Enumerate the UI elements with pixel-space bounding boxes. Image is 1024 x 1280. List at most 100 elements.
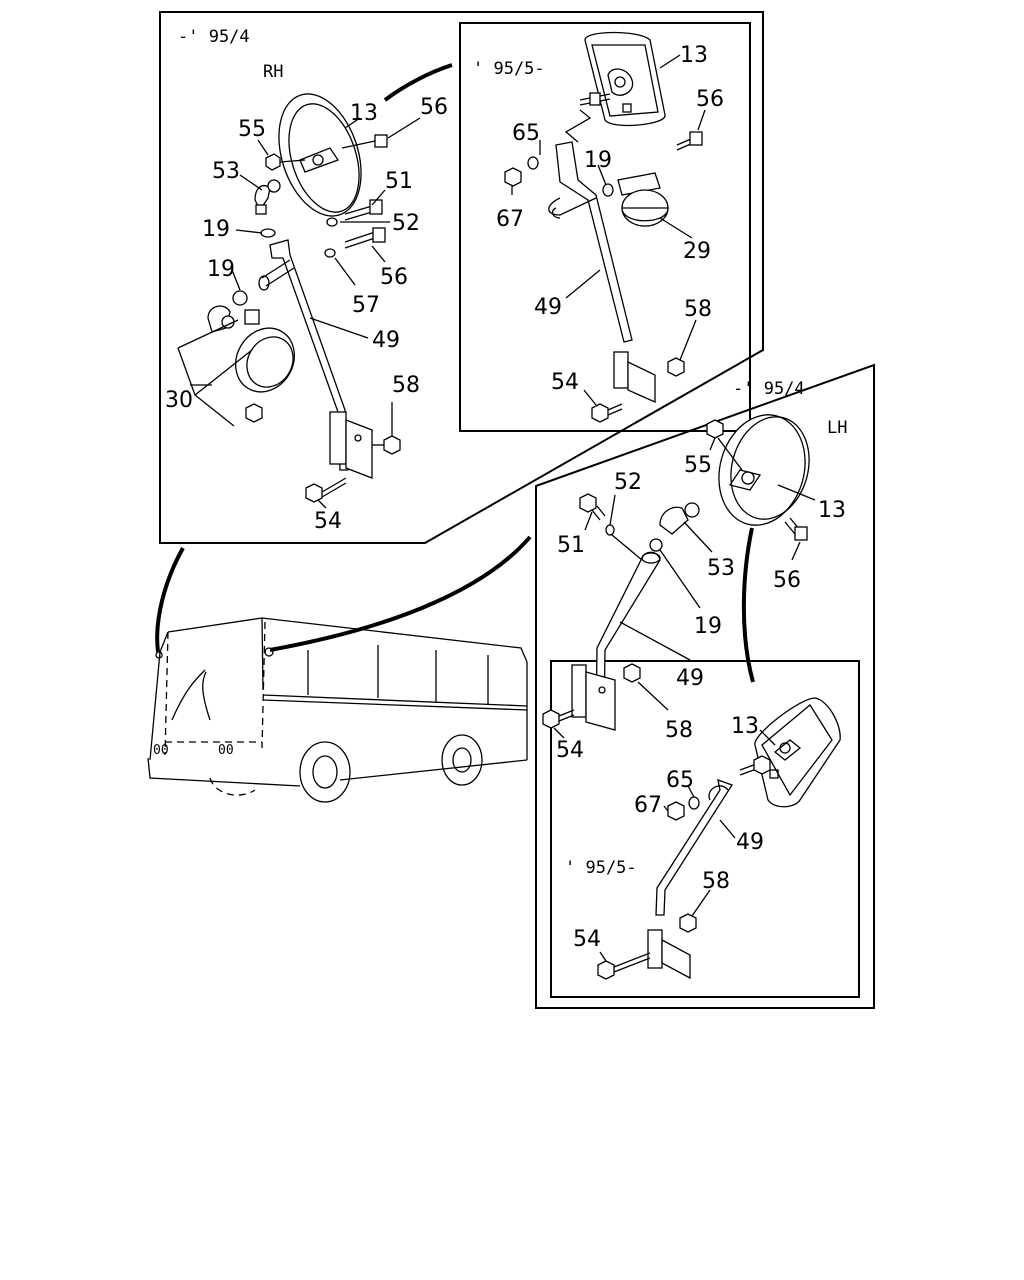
tag-rh-late: ' 95/5- <box>473 59 545 79</box>
panel-lh-late: ' 95/5- <box>565 697 841 980</box>
panel-rh-late: ' 95/5- <box>473 31 724 423</box>
panel-lh-early: -' 95/4 LH <box>542 379 847 763</box>
part-rh-nut-58 <box>372 435 401 455</box>
callout-lhl-54: 54 <box>573 927 601 952</box>
part-lh-mirror <box>718 414 810 526</box>
part-rhl-break-line <box>564 109 592 143</box>
tag-rh: RH <box>263 62 283 82</box>
part-lh-nut-58 <box>623 663 641 683</box>
part-rh-washer-52 <box>326 217 338 227</box>
callout-lhl-67: 67 <box>634 793 662 818</box>
part-lh-bolt-54 <box>542 709 575 729</box>
part-rhl-bracket <box>613 351 656 404</box>
leaders-rh-early <box>177 117 421 509</box>
part-rhl-nut-67 <box>504 167 522 187</box>
callout-rhl-58: 58 <box>684 297 712 322</box>
callout-rhl-13: 13 <box>680 43 708 68</box>
leader-curve-lh-mirror <box>741 527 755 683</box>
callout-rh-19-b: 19 <box>207 257 235 282</box>
part-lh-bolt-56 <box>784 517 808 541</box>
callout-rh-56: 56 <box>420 95 448 120</box>
callout-lh-49: 49 <box>676 666 704 691</box>
callout-rh-19-a: 19 <box>202 217 230 242</box>
part-rhl-lamp-29 <box>617 172 669 227</box>
part-rh-washer-19-b <box>232 290 248 306</box>
part-rh-elbow-53 <box>254 179 281 215</box>
callout-rhl-56: 56 <box>696 87 724 112</box>
part-lhl-washer-65 <box>688 796 700 810</box>
part-rhl-bolt-54 <box>591 403 623 423</box>
callout-rhl-54: 54 <box>551 370 579 395</box>
part-rhl-mirror <box>584 31 666 127</box>
callout-rh-56-lower: 56 <box>380 265 408 290</box>
part-rh-bolt-56-lower <box>344 227 386 249</box>
callout-rhl-65: 65 <box>512 121 540 146</box>
svg-text:00: 00 <box>218 743 234 758</box>
leaders-lh-early <box>553 437 816 739</box>
part-rhl-washer-19 <box>602 183 614 197</box>
svg-text:00: 00 <box>153 743 169 758</box>
callout-lhl-58: 58 <box>702 869 730 894</box>
bus-illustration: 00 00 <box>147 617 528 803</box>
callout-lh-53: 53 <box>707 556 735 581</box>
callout-lh-55: 55 <box>684 453 712 478</box>
callout-lhl-65: 65 <box>666 768 694 793</box>
callout-lh-52: 52 <box>614 470 642 495</box>
callout-rhl-67: 67 <box>496 207 524 232</box>
part-lhl-bolt-54 <box>597 952 651 980</box>
leaders-rh-late <box>511 54 706 406</box>
part-rh-bracket <box>329 411 373 479</box>
callout-lh-58: 58 <box>665 718 693 743</box>
part-rhl-washer-65 <box>527 156 539 170</box>
leaders-lhl <box>599 729 776 962</box>
callout-lh-54: 54 <box>556 738 584 763</box>
part-rhl-arm-49 <box>548 141 633 343</box>
callout-rh-52: 52 <box>392 211 420 236</box>
tag-lh-late: ' 95/5- <box>565 858 637 878</box>
callout-rh-55: 55 <box>238 117 266 142</box>
part-lhl-mirror <box>754 697 841 808</box>
part-lhl-arm-49 <box>655 779 733 916</box>
callout-lh-51: 51 <box>557 533 585 558</box>
part-rhl-nut-58 <box>667 357 685 377</box>
leader-curve-rh-to-bus <box>155 547 185 653</box>
part-lhl-bracket <box>647 929 691 980</box>
panel-lh-late-frame <box>550 660 860 998</box>
callout-rh-53: 53 <box>212 159 240 184</box>
part-lh-washer-52 <box>605 524 615 536</box>
part-rh-washer-19-a <box>260 228 276 238</box>
tag-rh-early: -' 95/4 <box>178 27 250 47</box>
callout-lh-19: 19 <box>694 614 722 639</box>
part-lhl-nut-67 <box>667 801 685 821</box>
callout-rhl-19: 19 <box>584 148 612 173</box>
callout-rh-58: 58 <box>392 373 420 398</box>
panel-rh-early: -' 95/4 RH <box>165 27 448 534</box>
part-rh-lamp-30 <box>207 305 295 423</box>
callout-lh-13: 13 <box>818 498 846 523</box>
callout-rh-54: 54 <box>314 509 342 534</box>
callout-rhl-49: 49 <box>534 295 562 320</box>
callout-lhl-13: 13 <box>731 714 759 739</box>
callout-rh-30: 30 <box>165 388 193 413</box>
callout-rhl-29: 29 <box>683 239 711 264</box>
part-lh-washer-19 <box>649 538 663 552</box>
part-rh-mirror <box>278 93 362 217</box>
part-rh-bolt-56 <box>341 134 388 149</box>
part-rh-bolt-54 <box>305 477 347 503</box>
callout-rh-13: 13 <box>350 101 378 126</box>
part-lhl-nut-58 <box>679 913 697 933</box>
callout-rh-51: 51 <box>385 169 413 194</box>
part-rhl-bolt-56 <box>676 131 703 151</box>
part-lhl-bolt <box>739 755 771 776</box>
part-lh-bracket <box>571 664 616 731</box>
tag-lh: LH <box>827 418 847 438</box>
part-rh-nut-55 <box>265 153 306 171</box>
part-lh-nut-55 <box>706 419 743 471</box>
part-rhl-bolt <box>579 92 611 106</box>
panel-lh-early-frame <box>535 363 875 1009</box>
part-rh-washer-57 <box>324 248 336 258</box>
callout-lhl-49: 49 <box>736 830 764 855</box>
tag-lh-early: -' 95/4 <box>733 379 805 399</box>
part-lh-elbow-53 <box>659 502 700 535</box>
